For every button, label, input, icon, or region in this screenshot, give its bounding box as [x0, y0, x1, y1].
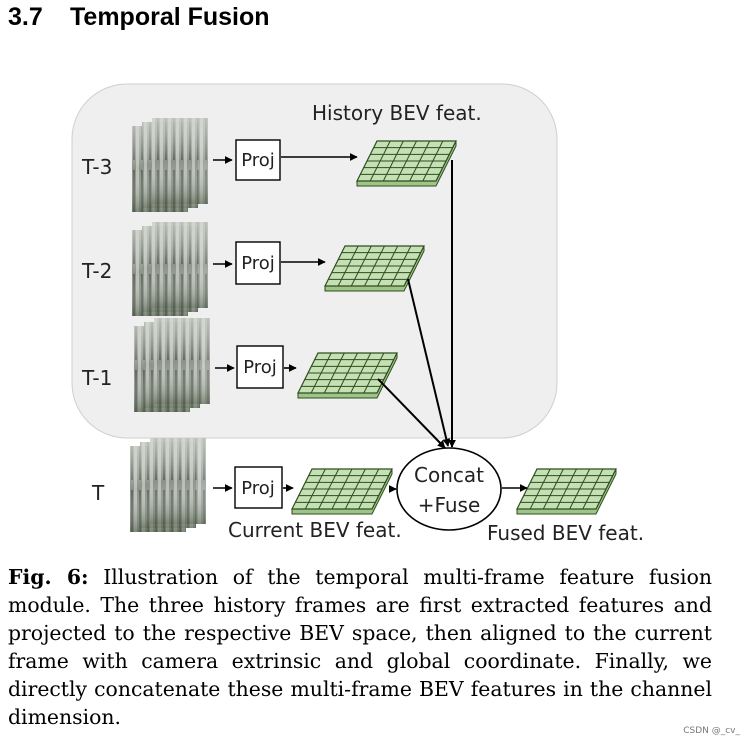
proj-label: Proj [243, 357, 277, 378]
temporal-fusion-diagram: History BEV feat. T-3 T-2 T-1 T Proj Pro… [71, 83, 644, 545]
watermark: CSDN @_cv_ [683, 726, 740, 736]
frame-label-t2: T-2 [81, 259, 112, 283]
section-title: Temporal Fusion [70, 3, 270, 31]
bev-grid-t3 [356, 140, 457, 187]
frame-label-t1: T-1 [81, 366, 112, 390]
bev-grid-current [291, 468, 393, 515]
proj-box-t1: Proj [236, 345, 284, 389]
bev-grid-t2 [324, 245, 425, 292]
camera-images-t3 [132, 118, 208, 212]
arrow-bev-t1-to-fuse [377, 378, 446, 449]
history-bev-label: History BEV feat. [312, 101, 482, 125]
frame-label-t: T [91, 481, 105, 505]
frame-label-t3: T-3 [81, 155, 112, 179]
figure-caption: Fig. 6: Illustration of the temporal mul… [8, 563, 712, 731]
current-bev-label: Current BEV feat. [228, 518, 402, 542]
camera-images-t [130, 438, 206, 532]
proj-label: Proj [241, 478, 275, 499]
figure-label: Fig. 6: [8, 565, 89, 589]
bev-grid-t1 [297, 352, 398, 399]
section-heading: 3.7 Temporal Fusion [8, 3, 270, 32]
concat-label: Concat [414, 463, 484, 487]
proj-box-t2: Proj [235, 241, 281, 285]
camera-images-t1 [134, 318, 210, 412]
fuse-label: +Fuse [418, 493, 481, 517]
proj-box-t: Proj [234, 466, 283, 509]
section-number: 3.7 [8, 3, 43, 31]
arrow-bev-t2-to-fuse [407, 278, 451, 447]
proj-box-t3: Proj [235, 139, 281, 181]
camera-images-t2 [132, 222, 208, 316]
concat-fuse-node: Concat +Fuse [396, 447, 502, 531]
fused-bev-label: Fused BEV feat. [487, 521, 644, 545]
proj-label: Proj [241, 253, 275, 274]
proj-label: Proj [241, 150, 275, 171]
caption-text: Illustration of the temporal multi-frame… [8, 565, 712, 729]
bev-grid-fused [516, 468, 617, 515]
